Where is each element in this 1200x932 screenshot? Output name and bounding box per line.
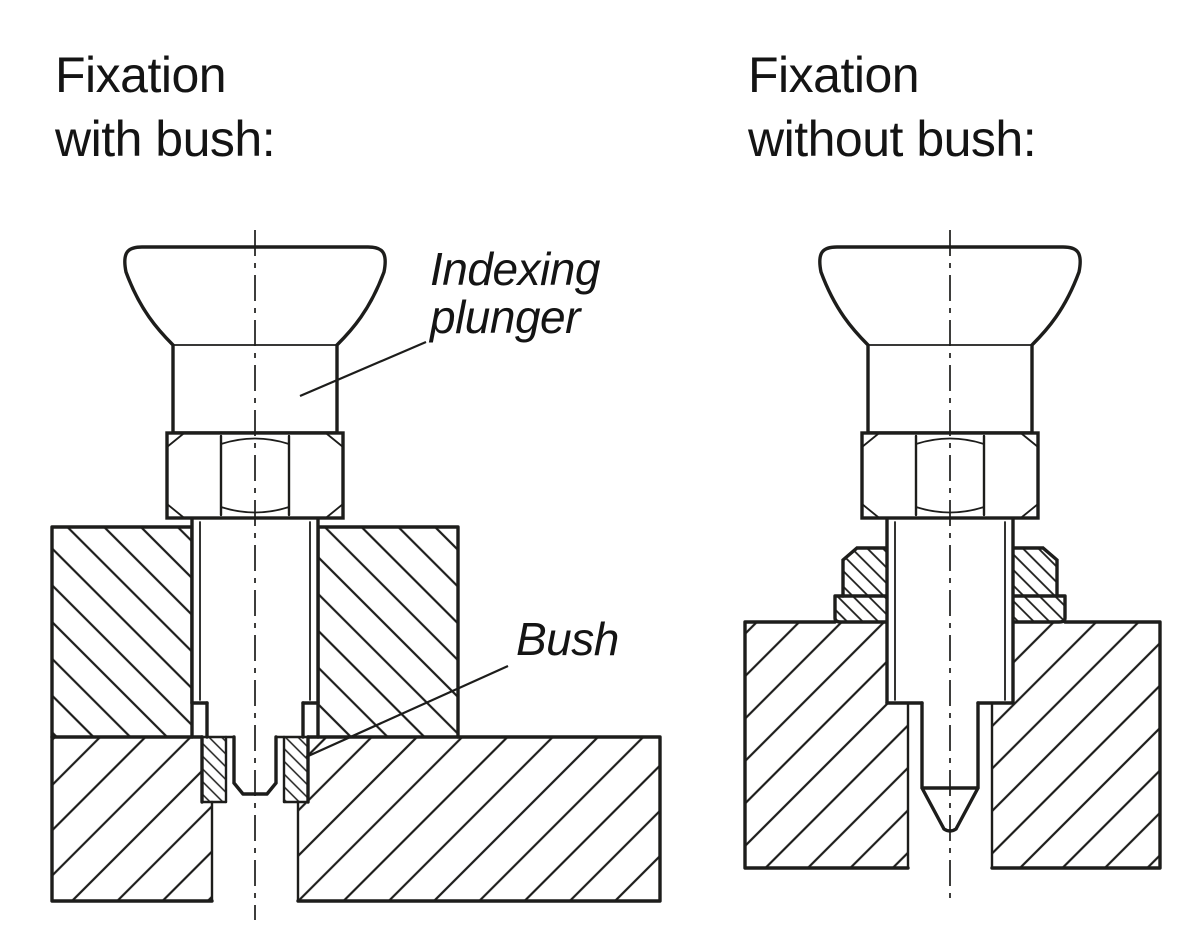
figure-title-line1: Fixation — [55, 47, 226, 103]
indexing-plunger-label-line2: plunger — [428, 291, 582, 343]
leader-line-bush — [305, 664, 509, 759]
lower-plate-section — [50, 735, 662, 903]
figure-title-line2: with bush: — [54, 111, 275, 167]
figure-fixation-without-bush: Fixation without bush: — [743, 47, 1162, 905]
figure-title-line2: without bush: — [747, 111, 1036, 167]
flanged-nut-section — [833, 546, 1067, 624]
plunger-pin — [232, 735, 278, 796]
upper-plate-section — [50, 525, 460, 739]
plunger-nose — [205, 701, 305, 739]
bush-section — [200, 735, 310, 804]
indexing-plunger-label-line1: Indexing — [430, 243, 601, 295]
plate-section — [743, 620, 1162, 870]
figure-fixation-with-bush: Fixation with bush: — [50, 47, 662, 920]
leader-line-indexing-plunger — [299, 340, 427, 398]
bush-label: Bush — [516, 613, 619, 665]
figure-title-line1: Fixation — [748, 47, 919, 103]
plunger-pin — [920, 701, 980, 833]
